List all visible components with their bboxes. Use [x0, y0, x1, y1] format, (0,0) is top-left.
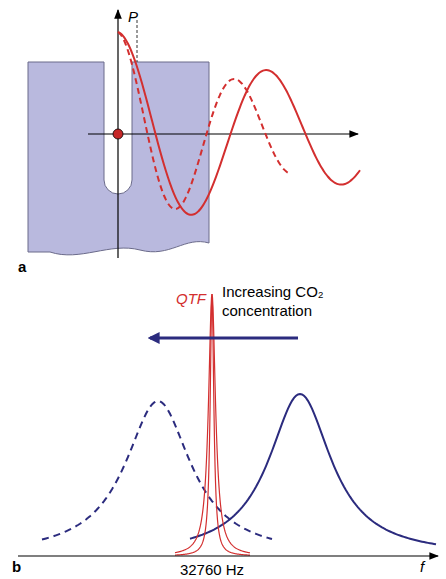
- qtf-peak-outer: [175, 294, 250, 553]
- axis-label: P: [128, 8, 138, 27]
- oscillation-wave-shifted: [118, 32, 290, 209]
- frequency-value: 32760 Hz: [180, 561, 244, 579]
- panel-label: b: [12, 558, 21, 577]
- resonance-curve-shifted: [42, 401, 272, 540]
- oscillation-wave: [118, 32, 360, 215]
- shift-arrow: [150, 337, 298, 340]
- f-axis: [18, 555, 438, 556]
- x-axis: [88, 133, 358, 134]
- annotation: Increasing CO₂ concentration: [222, 283, 357, 321]
- panel-label: a: [18, 258, 26, 277]
- source-dot: [113, 129, 123, 139]
- qtf-peak: [175, 294, 250, 555]
- resonance-curve: [190, 394, 436, 544]
- axis-label: f: [420, 558, 424, 577]
- component-label: QTF: [176, 290, 206, 309]
- dashed-marker: [137, 20, 138, 62]
